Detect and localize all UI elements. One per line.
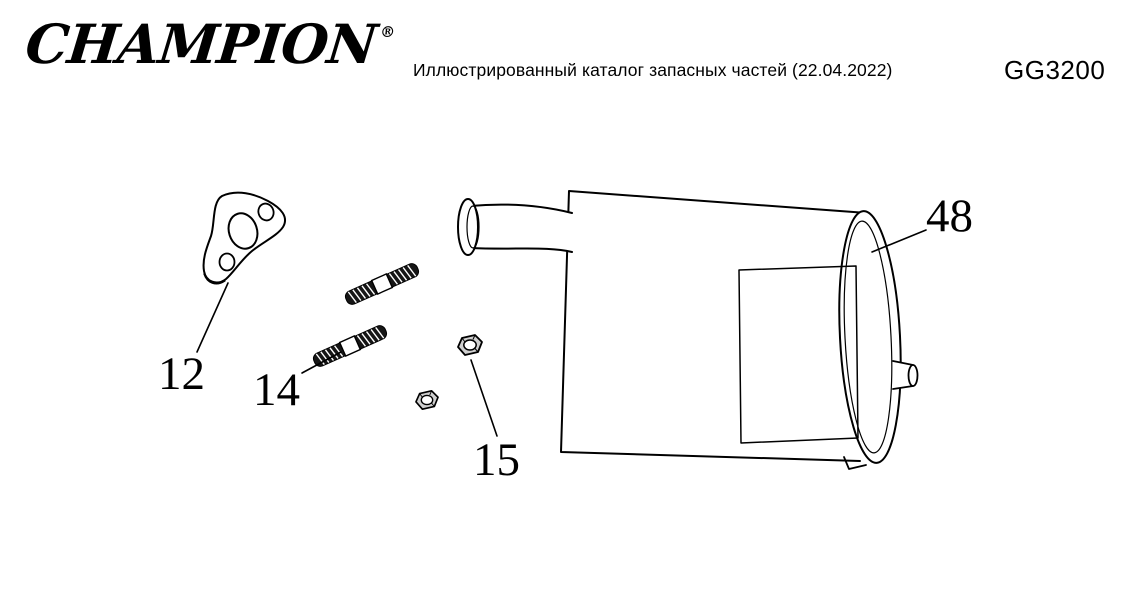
leader-lines (196, 229, 927, 437)
part-label-48: 48 (926, 190, 973, 242)
nut-drawing-lower (415, 389, 439, 411)
part-label-15: 15 (473, 434, 520, 486)
part-label-14: 14 (253, 364, 300, 416)
part-label-12: 12 (158, 348, 205, 400)
muffler-bracket (843, 456, 867, 470)
catalog-title: Иллюстрированный каталог запасных частей… (413, 60, 893, 80)
leader-line-48 (871, 229, 927, 253)
leader-line-12 (196, 282, 229, 353)
model-code: GG3200 (1004, 55, 1106, 85)
nut-drawing-upper (457, 334, 483, 356)
leader-line-14 (301, 351, 342, 374)
muffler-inlet-pipe (457, 198, 574, 256)
muffler-drawing (457, 190, 919, 470)
stud-drawing-upper (344, 263, 420, 305)
flange-gasket-drawing (202, 191, 287, 285)
leader-line-15 (470, 359, 498, 437)
muffler-panel-seam (738, 265, 859, 444)
muffler-outlet-spout (892, 360, 919, 390)
